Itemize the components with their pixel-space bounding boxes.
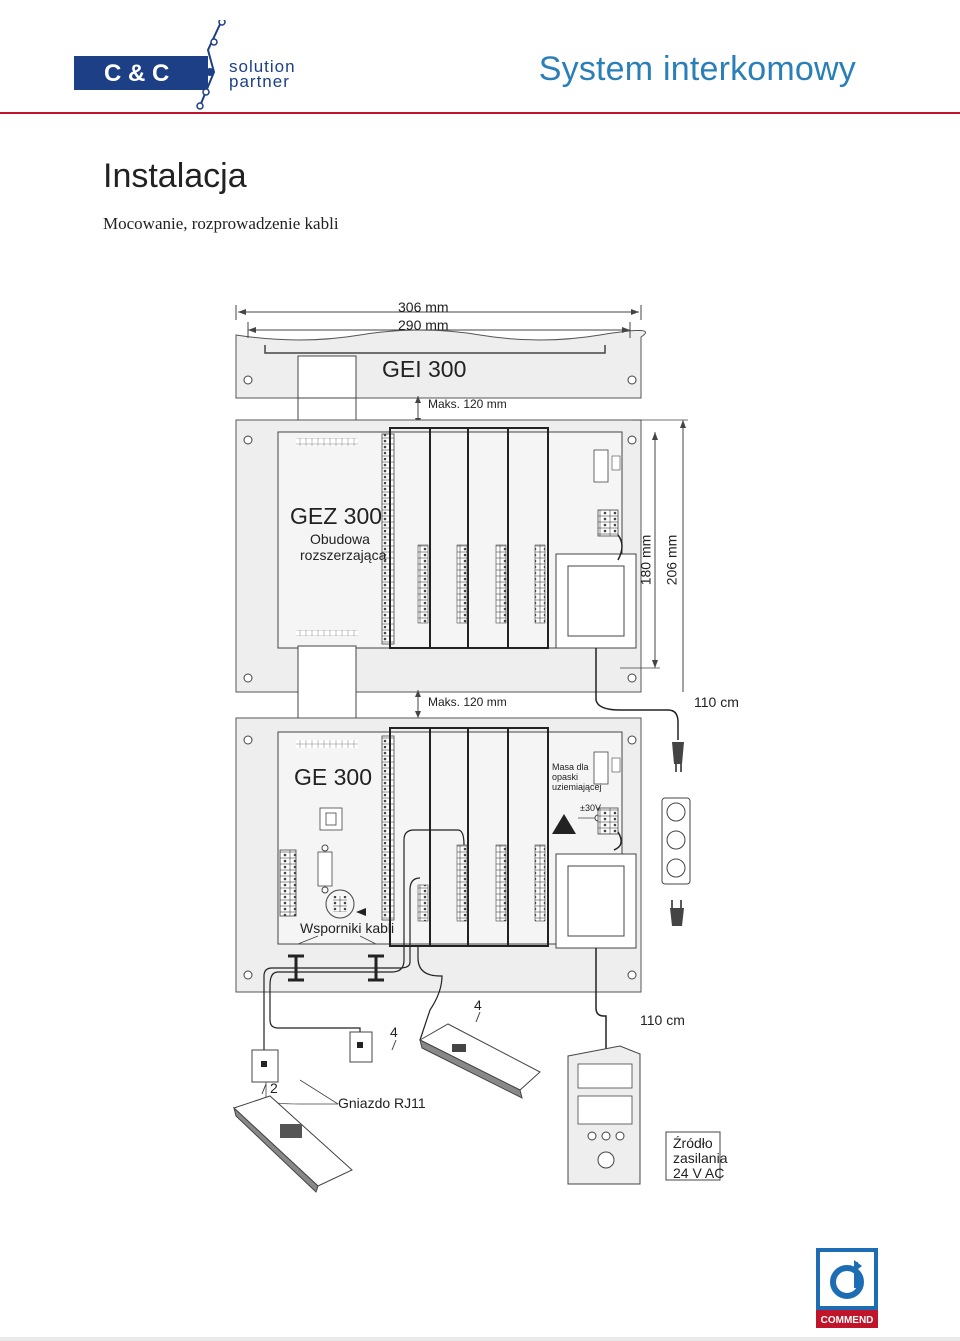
wire-count-4-right: 4 — [474, 997, 482, 1013]
page-subtitle: Mocowanie, rozprowadzenie kabli — [103, 214, 339, 233]
dim-290: 290 mm — [398, 317, 449, 333]
psu-label-3: 24 V AC — [673, 1165, 725, 1181]
logo-partner-text: partner — [229, 72, 290, 91]
max-120-top: Maks. 120 mm — [428, 397, 507, 411]
gez-desc-line-2: rozszerzająca — [300, 547, 387, 563]
wall-station — [567, 1045, 641, 1185]
cable-110-bottom: 110 cm — [640, 1012, 685, 1028]
cable-brackets-label: Wsporniki kabli — [300, 920, 395, 936]
cc-solution-partner-logo: C & C solution partner — [74, 20, 296, 110]
commend-logo: COMMEND — [816, 1248, 878, 1328]
wire-count-2: 2 — [270, 1080, 278, 1096]
logo-solution-text: solution — [229, 57, 296, 76]
desk-station-left — [233, 1095, 353, 1193]
max-120-mid: Maks. 120 mm — [428, 695, 507, 709]
gei-300-plate — [235, 305, 647, 399]
mass-label-3: uziemiającej — [552, 782, 602, 792]
cable-110-top: 110 cm — [694, 694, 739, 710]
gez-desc-line-1: Obudowa — [310, 531, 370, 547]
header-title: System interkomowy — [538, 50, 856, 88]
gez-300-title: GEZ 300 — [290, 503, 383, 529]
power-plug-and-socket-strip — [661, 742, 691, 926]
dim-306: 306 mm — [398, 299, 449, 315]
power-supply-box — [665, 1131, 721, 1181]
ge-300-plate — [235, 717, 642, 993]
dim-180: 180 mm — [637, 534, 654, 586]
mass-label-2: opaski — [552, 772, 579, 782]
commend-logo-text: COMMEND — [821, 1315, 874, 1326]
cable-brackets — [288, 935, 384, 982]
header-divider — [0, 112, 960, 114]
desk-station-right — [418, 1023, 541, 1099]
ge-300-title: GE 300 — [294, 764, 372, 790]
psu-label-2: zasilania — [673, 1150, 728, 1166]
logo-main-text: C & C — [104, 60, 169, 87]
dim-206: 206 mm — [663, 534, 680, 586]
voltage-label: ±30V — [580, 803, 601, 813]
mass-label-1: Masa dla — [552, 762, 589, 772]
wire-count-4-left: 4 — [390, 1024, 398, 1040]
gei-300-title: GEI 300 — [382, 356, 467, 382]
rj11-socket-label: Gniazdo RJ11 — [338, 1095, 426, 1111]
psu-label-1: Źródło — [673, 1135, 713, 1151]
gez-300-plate — [235, 419, 642, 693]
bottom-bar — [0, 1337, 960, 1341]
page-title: Instalacja — [103, 157, 247, 195]
